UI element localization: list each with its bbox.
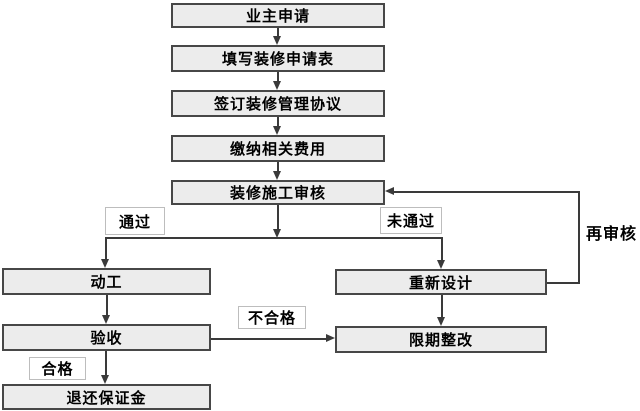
edge-label-qualified: 合格 bbox=[29, 357, 86, 380]
connector-agreement-to-fees-line bbox=[277, 117, 279, 126]
connector-review-to-branch-line bbox=[277, 205, 279, 230]
node-owner-application: 业主申请 bbox=[171, 3, 385, 28]
arrowhead-acceptance-to-deposit-icon bbox=[101, 375, 109, 384]
connector-acceptance-to-rectification-line bbox=[211, 338, 327, 340]
arrowhead-branch-to-redesign-icon bbox=[437, 260, 445, 269]
connector-branch-to-start-work-line bbox=[105, 237, 107, 260]
arrowhead-review-to-branch-icon bbox=[273, 229, 281, 238]
node-rectification: 限期整改 bbox=[335, 326, 547, 353]
node-acceptance: 验收 bbox=[2, 324, 211, 351]
loop-return-line bbox=[393, 191, 579, 193]
connector-form-to-agreement-line bbox=[277, 72, 279, 81]
connector-owner-to-form-line bbox=[277, 28, 279, 37]
loop-redesign-out-line bbox=[547, 282, 580, 284]
node-sign-management-agreement: 签订装修管理协议 bbox=[171, 90, 385, 117]
branch-horizontal-line bbox=[105, 237, 442, 239]
edge-label-fail: 未通过 bbox=[380, 207, 442, 234]
node-pay-fees: 缴纳相关费用 bbox=[171, 135, 385, 162]
connector-redesign-to-rectification-line bbox=[441, 295, 443, 318]
node-construction-review: 装修施工审核 bbox=[171, 180, 385, 205]
arrowhead-branch-to-start-work-icon bbox=[101, 259, 109, 268]
arrowhead-owner-to-form-icon bbox=[273, 36, 281, 45]
arrowhead-start-work-to-acceptance-icon bbox=[102, 315, 110, 324]
connector-branch-to-redesign-line bbox=[441, 237, 443, 261]
arrowhead-acceptance-to-rectification-icon bbox=[326, 334, 335, 342]
edge-label-re-review: 再审核 bbox=[585, 226, 637, 243]
edge-label-unqualified: 不合格 bbox=[238, 306, 306, 329]
arrowhead-form-to-agreement-icon bbox=[273, 81, 281, 90]
connector-start-work-to-acceptance-line bbox=[106, 295, 108, 316]
node-redesign: 重新设计 bbox=[335, 269, 547, 295]
node-fill-application-form: 填写装修申请表 bbox=[171, 45, 385, 72]
arrowhead-fees-to-review-icon bbox=[273, 171, 281, 180]
node-return-deposit: 退还保证金 bbox=[2, 384, 211, 410]
node-start-work: 动工 bbox=[2, 268, 211, 295]
arrowhead-redesign-to-rectification-icon bbox=[437, 317, 445, 326]
edge-label-pass: 通过 bbox=[105, 207, 165, 235]
arrowhead-loop-to-review-icon bbox=[385, 187, 394, 195]
connector-acceptance-to-deposit-line bbox=[105, 351, 107, 376]
loop-vertical-line bbox=[578, 191, 580, 283]
connector-fees-to-review-line bbox=[277, 162, 279, 171]
arrowhead-agreement-to-fees-icon bbox=[273, 126, 281, 135]
